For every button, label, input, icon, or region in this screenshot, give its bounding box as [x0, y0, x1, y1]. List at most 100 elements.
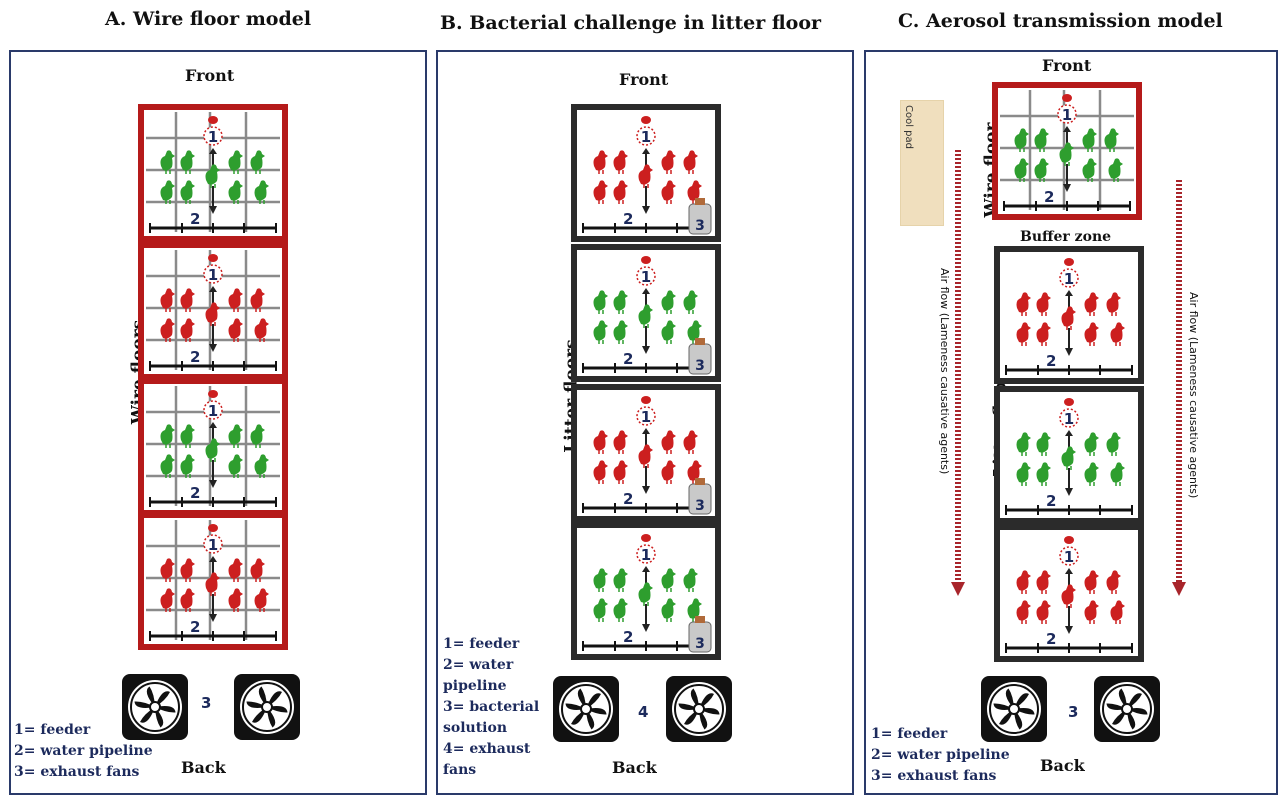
chicken-icon: [661, 320, 676, 344]
pipeline-number: 2: [1046, 492, 1056, 510]
feeder-icon: [1059, 398, 1079, 428]
feeder-icon: [1059, 258, 1079, 288]
chicken-icon: [1106, 432, 1121, 456]
chicken-icon: [613, 430, 628, 454]
chicken-icon: [1014, 128, 1029, 152]
arrowhead-down-icon: [642, 486, 650, 494]
airflow-left-label: Air flow (Lameness causative agents): [938, 268, 951, 475]
legend-item: 1= feeder: [14, 722, 91, 738]
chicken-icon: [254, 588, 269, 612]
legend-item: 2= water pipeline: [14, 743, 153, 759]
feeder-number: 1: [208, 536, 218, 554]
exhaust-fan-icon: [672, 682, 726, 736]
chicken-icon: [1016, 322, 1031, 346]
arrowhead-up-icon: [642, 428, 650, 434]
airflow-arrow-right: [1172, 180, 1186, 596]
bacterial-solution-bottle-icon: [688, 338, 712, 375]
feeder-number: 1: [641, 128, 651, 146]
bird-group: [1016, 432, 1125, 486]
chicken-icon: [661, 460, 676, 484]
panel-c-front-label: Front: [1042, 56, 1092, 75]
buffer-zone-label: Buffer zone: [1020, 229, 1112, 245]
chicken-icon: [1016, 292, 1031, 316]
feeder-icon: [1057, 94, 1077, 124]
bird-group: [593, 150, 702, 204]
chicken-icon: [1034, 128, 1049, 152]
bird-group: [160, 424, 269, 478]
panel-b-fan-index: 4: [638, 703, 649, 721]
chicken-icon: [661, 290, 676, 314]
bird-group: [1016, 570, 1125, 624]
chicken-icon: [180, 454, 195, 478]
bird-group: [160, 288, 269, 342]
chicken-icon: [1036, 462, 1051, 486]
legend-item: 3= exhaust fans: [871, 768, 997, 784]
panel-c-back-label: Back: [1040, 756, 1085, 775]
arrowhead-down-icon: [642, 206, 650, 214]
airflow-arrow-left: [951, 150, 965, 596]
chicken-icon: [1082, 128, 1097, 152]
feeder-icon: [203, 116, 223, 146]
chicken-icon: [205, 438, 220, 462]
chicken-icon: [1016, 432, 1031, 456]
chicken-icon: [613, 150, 628, 174]
pipeline-number: 2: [623, 350, 633, 368]
chicken-icon: [593, 460, 608, 484]
chicken-icon: [160, 424, 175, 448]
chicken-icon: [1061, 584, 1076, 608]
chicken-icon: [613, 568, 628, 592]
chicken-icon: [228, 318, 243, 342]
feeder-number: 1: [641, 268, 651, 286]
chicken-icon: [228, 180, 243, 204]
exhaust-fan-icon: [1100, 682, 1154, 736]
chicken-icon: [250, 288, 265, 312]
pipeline-number: 2: [623, 628, 633, 646]
chicken-icon: [205, 572, 220, 596]
chicken-icon: [160, 318, 175, 342]
chicken-icon: [613, 460, 628, 484]
chicken-icon: [180, 288, 195, 312]
chicken-icon: [1036, 322, 1051, 346]
bacterial-solution-bottle-icon: [688, 616, 712, 653]
arrowhead-up-icon: [209, 286, 217, 292]
chicken-icon: [613, 320, 628, 344]
arrowhead-down-icon: [209, 206, 217, 214]
bottle-number: 3: [695, 498, 705, 514]
panel-c-exhaust-fan-right: [1094, 676, 1160, 742]
bacterial-solution-bottle-icon: [688, 198, 712, 235]
chicken-icon: [1084, 322, 1099, 346]
arrowhead-up-icon: [642, 566, 650, 572]
arrowhead-up-icon: [1065, 290, 1073, 296]
arrowhead-down-icon: [1065, 488, 1073, 496]
legend-item: 3= bacterial: [443, 699, 540, 715]
chicken-icon: [1036, 432, 1051, 456]
bird-group: [160, 150, 269, 204]
chicken-icon: [160, 288, 175, 312]
chicken-icon: [205, 302, 220, 326]
chicken-icon: [613, 290, 628, 314]
feeder-number: 1: [641, 408, 651, 426]
chicken-icon: [180, 558, 195, 582]
arrowhead-up-icon: [209, 422, 217, 428]
chicken-icon: [180, 424, 195, 448]
chicken-icon: [1104, 128, 1119, 152]
chicken-icon: [1110, 462, 1125, 486]
chicken-icon: [1106, 570, 1121, 594]
feeder-number: 1: [1064, 548, 1074, 566]
arrowhead-up-icon: [642, 148, 650, 154]
chicken-icon: [180, 318, 195, 342]
legend-item: 2= water pipeline: [871, 747, 1010, 763]
feeder-icon: [1059, 536, 1079, 566]
chicken-icon: [638, 164, 653, 188]
bacterial-solution-bottle-icon: [688, 478, 712, 515]
feeder-icon: [203, 524, 223, 554]
chicken-icon: [593, 568, 608, 592]
chicken-icon: [1082, 158, 1097, 182]
chicken-icon: [1084, 292, 1099, 316]
pipeline-number: 2: [1046, 630, 1056, 648]
